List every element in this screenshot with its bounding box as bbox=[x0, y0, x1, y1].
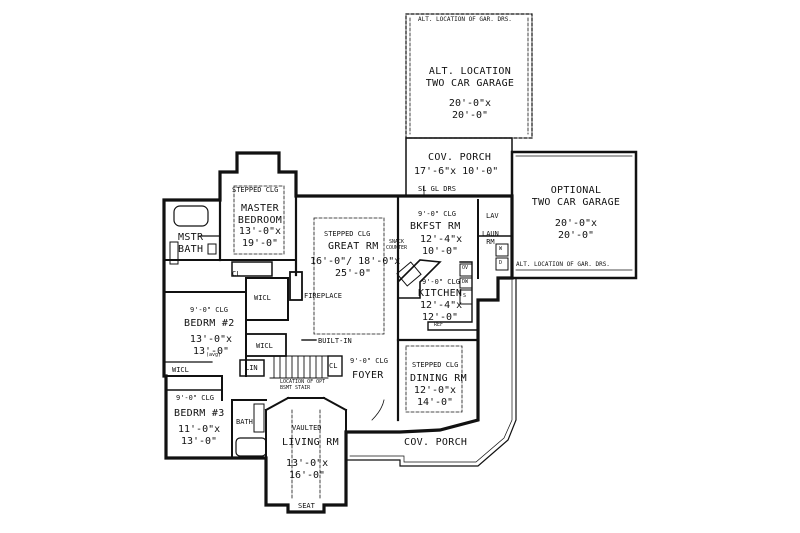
fireplace-label: FIREPLACE bbox=[304, 292, 342, 300]
dining-room-label: DINING RM bbox=[410, 373, 467, 384]
great-room-label: GREAT RM bbox=[328, 241, 379, 252]
foyer-label: FOYER bbox=[352, 370, 384, 381]
kitchen-dims: 12'-4"x 12'-0" bbox=[420, 300, 463, 323]
optional-garage-door-note: ALT. LOCATION OF GAR. DRS. bbox=[516, 261, 610, 268]
rear-porch-dims: 17'-6"x 10'-0" bbox=[414, 166, 499, 177]
alt-garage-label: ALT. LOCATION TWO CAR GARAGE bbox=[425, 66, 515, 89]
dryer-label: D bbox=[499, 260, 503, 266]
alt-garage-dims: 20'-0"x 20'-0" bbox=[448, 98, 492, 121]
sink-label: S bbox=[463, 293, 467, 299]
rear-porch-label: COV. PORCH bbox=[428, 152, 492, 163]
breakfast-room-dims: 12'-4"x 10'-0" bbox=[420, 234, 463, 257]
kitchen-label: KITCHEN bbox=[418, 288, 463, 299]
dining-ceiling-note: STEPPED CLG bbox=[412, 361, 459, 369]
exterior-walls bbox=[162, 151, 514, 514]
foyer-closet-label: CL bbox=[329, 362, 338, 370]
master-ceiling-note: STEPPED CLG bbox=[232, 186, 279, 194]
basement-stair-note: LOCATION OF OPT BSMT STAIR bbox=[280, 379, 326, 391]
bedroom3-ceiling-note: 9'-0" CLG bbox=[176, 394, 214, 402]
master-bath-label: MSTR BATH bbox=[178, 232, 204, 255]
bedroom3-label: BEDRM #3 bbox=[174, 408, 225, 419]
optional-garage-label: OPTIONAL TWO CAR GARAGE bbox=[531, 185, 621, 208]
great-room-ceiling-note: STEPPED CLG bbox=[324, 230, 371, 238]
oven-label: OV bbox=[462, 265, 469, 271]
kitchen-ceiling-note: 9'-0" CLG bbox=[422, 278, 460, 286]
bedroom3-walkin-closet-label: WICL bbox=[172, 366, 189, 374]
optional-garage-outline bbox=[510, 150, 638, 280]
bath-label: BATH bbox=[236, 418, 253, 426]
master-bedroom-label: MASTER BEDROOM bbox=[237, 203, 283, 226]
dining-room-dims: 12'-0"x 14'-0" bbox=[413, 385, 457, 408]
washer-label: W bbox=[499, 246, 503, 252]
great-room-dims: 16'-0"/ 18'-0"x 25'-0" bbox=[310, 256, 401, 279]
bedroom2-avg-note: (avg) bbox=[206, 352, 222, 358]
laundry-room-label: LAUN RM bbox=[482, 230, 499, 247]
foyer-ceiling-note: 9'-0" CLG bbox=[350, 357, 388, 365]
lav-label: LAV bbox=[486, 212, 499, 220]
sliding-glass-doors-note: SL GL DRS bbox=[418, 185, 456, 193]
dishwasher-label: DW bbox=[462, 279, 469, 285]
master-bedroom-dims: 13'-0"x 19'-0" bbox=[238, 226, 282, 249]
bedroom2-label: BEDRM #2 bbox=[184, 318, 235, 329]
window-seat-label: SEAT bbox=[298, 502, 315, 510]
bedroom2-dims: 13'-0"x 13'-0" bbox=[189, 334, 233, 357]
master-closet-label: CL bbox=[232, 270, 241, 278]
living-room-dims: 13'-0"x 16'-0" bbox=[286, 458, 329, 481]
front-porch-label: COV. PORCH bbox=[404, 437, 468, 448]
living-room-label: LIVING RM bbox=[282, 437, 339, 448]
alt-garage-door-note: ALT. LOCATION OF GAR. DRS. bbox=[418, 16, 512, 23]
bedroom3-dims: 11'-0"x 13'-0" bbox=[178, 424, 221, 447]
breakfast-room-label: BKFST RM bbox=[410, 221, 461, 232]
refrigerator-label: REF bbox=[434, 322, 444, 328]
bedroom2-walkin-closet-label: WICL bbox=[256, 342, 273, 350]
snack-counter-label: SNACK COUNTER bbox=[386, 239, 408, 251]
linen-closet-label: LIN bbox=[245, 364, 258, 372]
master-walkin-closet-label: WICL bbox=[254, 294, 271, 302]
breakfast-ceiling-note: 9'-0" CLG bbox=[418, 210, 456, 218]
optional-garage-dims: 20'-0"x 20'-0" bbox=[554, 218, 598, 241]
built-in-label: BUILT-IN bbox=[318, 337, 352, 345]
bedroom2-ceiling-note: 9'-0" CLG bbox=[190, 306, 228, 314]
living-room-ceiling-note: VAULTED bbox=[292, 424, 322, 432]
